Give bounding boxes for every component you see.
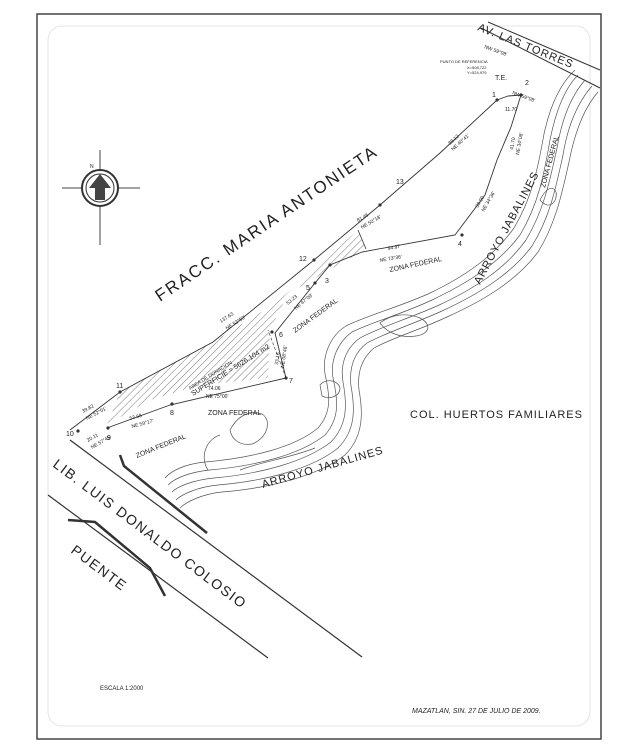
- punto-referencia-label: PUNTO DE REFERENCIA: [440, 59, 488, 64]
- svg-text:NE 08°46': NE 08°46': [280, 345, 289, 368]
- svg-text:10: 10: [66, 431, 74, 438]
- svg-text:NE 75°00': NE 75°00': [206, 394, 228, 400]
- svg-text:39.82: 39.82: [81, 403, 95, 414]
- north-arrow-icon: [62, 150, 140, 245]
- svg-text:81.46: 81.46: [356, 212, 370, 224]
- bridge-marks: [67, 454, 208, 597]
- point-numbers: 1 2 3 4 5 6 7 8 9 10 11 12 13: [66, 80, 529, 442]
- svg-text:2: 2: [525, 80, 529, 87]
- scale-label: ESCALA 1:2000: [100, 686, 144, 692]
- svg-text:94.97: 94.97: [387, 244, 401, 252]
- col-huertos-familiares-label: COL. HUERTOS FAMILIARES: [410, 409, 583, 421]
- svg-text:NE 59°17': NE 59°17': [131, 418, 154, 430]
- svg-text:NE 73°36': NE 73°36': [379, 254, 402, 264]
- north-boundary-line: [69, 95, 509, 431]
- arroyo-jabalines-river: [164, 69, 599, 509]
- coord-x-label: X=508,722: [467, 65, 487, 70]
- svg-text:NE 34°08': NE 34°08': [515, 132, 525, 155]
- svg-text:12: 12: [299, 256, 307, 263]
- svg-text:11.70: 11.70: [505, 107, 517, 113]
- place-date-label: MAZATLAN, SIN. 27 DE JULIO DE 2009.: [412, 708, 541, 715]
- svg-text:1: 1: [492, 92, 496, 99]
- svg-text:4: 4: [458, 241, 462, 248]
- north-label: N: [90, 164, 94, 170]
- svg-text:7: 7: [289, 378, 293, 385]
- te-label: T.E.: [495, 75, 507, 82]
- svg-text:8: 8: [170, 410, 174, 417]
- svg-text:6: 6: [279, 332, 283, 339]
- svg-text:5: 5: [306, 285, 310, 292]
- svg-text:53.68: 53.68: [129, 413, 143, 422]
- donation-area-hatch: [107, 230, 366, 425]
- inner-frame: [47, 25, 591, 727]
- point-markers: [76, 93, 523, 433]
- av-las-torres-road: [480, 21, 601, 89]
- svg-text:74.06: 74.06: [208, 386, 221, 392]
- svg-text:41.70: 41.70: [509, 137, 517, 151]
- svg-text:13: 13: [396, 179, 404, 186]
- svg-text:3: 3: [325, 278, 329, 285]
- svg-text:39.00: 39.00: [475, 195, 487, 209]
- svg-text:9: 9: [107, 435, 111, 442]
- zona-federal-2: ZONA FEDERAL: [208, 410, 261, 417]
- svg-text:20.11: 20.11: [86, 432, 100, 443]
- coord-y-label: Y=524,979: [467, 70, 487, 75]
- svg-text:11: 11: [116, 383, 123, 390]
- svg-text:33.16: 33.16: [274, 352, 282, 365]
- sheet-border: [36, 13, 602, 740]
